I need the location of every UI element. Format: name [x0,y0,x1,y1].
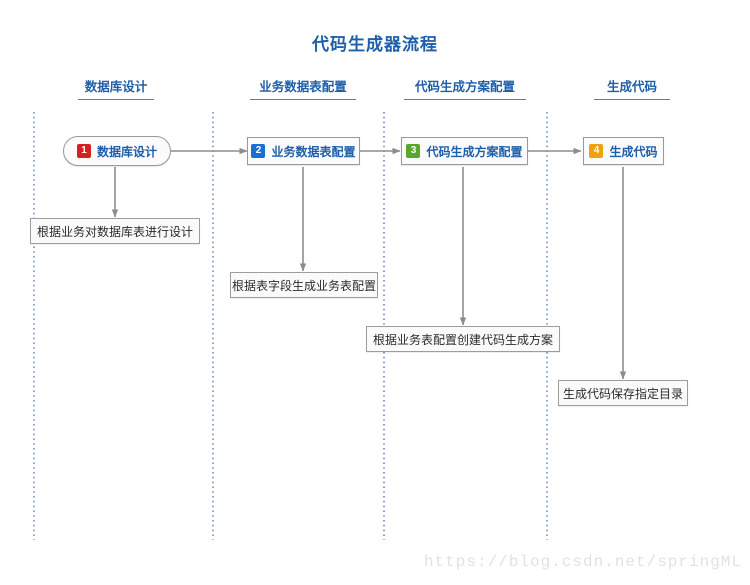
lane-header-business-table-config: 业务数据表配置 [250,76,356,100]
desc-label-codegen-plan-config: 根据业务表配置创建代码生成方案 [372,332,553,347]
desc-box-codegen-plan-config[interactable]: 根据业务表配置创建代码生成方案 [366,326,560,352]
node-label-generate-code: 生成代码 [609,144,658,159]
desc-label-database-design: 根据业务对数据库表进行设计 [36,224,193,239]
lane-header-codegen-plan-config: 代码生成方案配置 [404,76,526,100]
step-badge-4: 4 [589,144,604,158]
step-badge-1: 1 [76,144,91,158]
node-label-database-design: 数据库设计 [96,144,157,159]
node-database-design[interactable]: 1 数据库设计 [63,136,171,166]
page-title: 代码生成器流程 [312,35,438,54]
node-generate-code[interactable]: 4 生成代码 [583,137,664,165]
step-badge-2: 2 [251,144,266,158]
desc-label-generate-code: 生成代码保存指定目录 [562,386,683,401]
node-business-table-config[interactable]: 2 业务数据表配置 [247,137,360,165]
desc-box-generate-code[interactable]: 生成代码保存指定目录 [558,380,688,406]
node-label-business-table-config: 业务数据表配置 [271,144,356,159]
lane-header-database-design: 数据库设计 [78,76,154,100]
desc-label-business-table-config: 根据表字段生成业务表配置 [231,278,376,293]
desc-box-database-design[interactable]: 根据业务对数据库表进行设计 [30,218,200,244]
desc-box-business-table-config[interactable]: 根据表字段生成业务表配置 [230,272,378,298]
watermark: https://blog.csdn.net/springML [423,553,742,571]
lane-header-generate-code: 生成代码 [594,76,670,100]
step-badge-3: 3 [406,144,421,158]
node-codegen-plan-config[interactable]: 3 代码生成方案配置 [401,137,528,165]
node-label-codegen-plan-config: 代码生成方案配置 [426,144,523,159]
